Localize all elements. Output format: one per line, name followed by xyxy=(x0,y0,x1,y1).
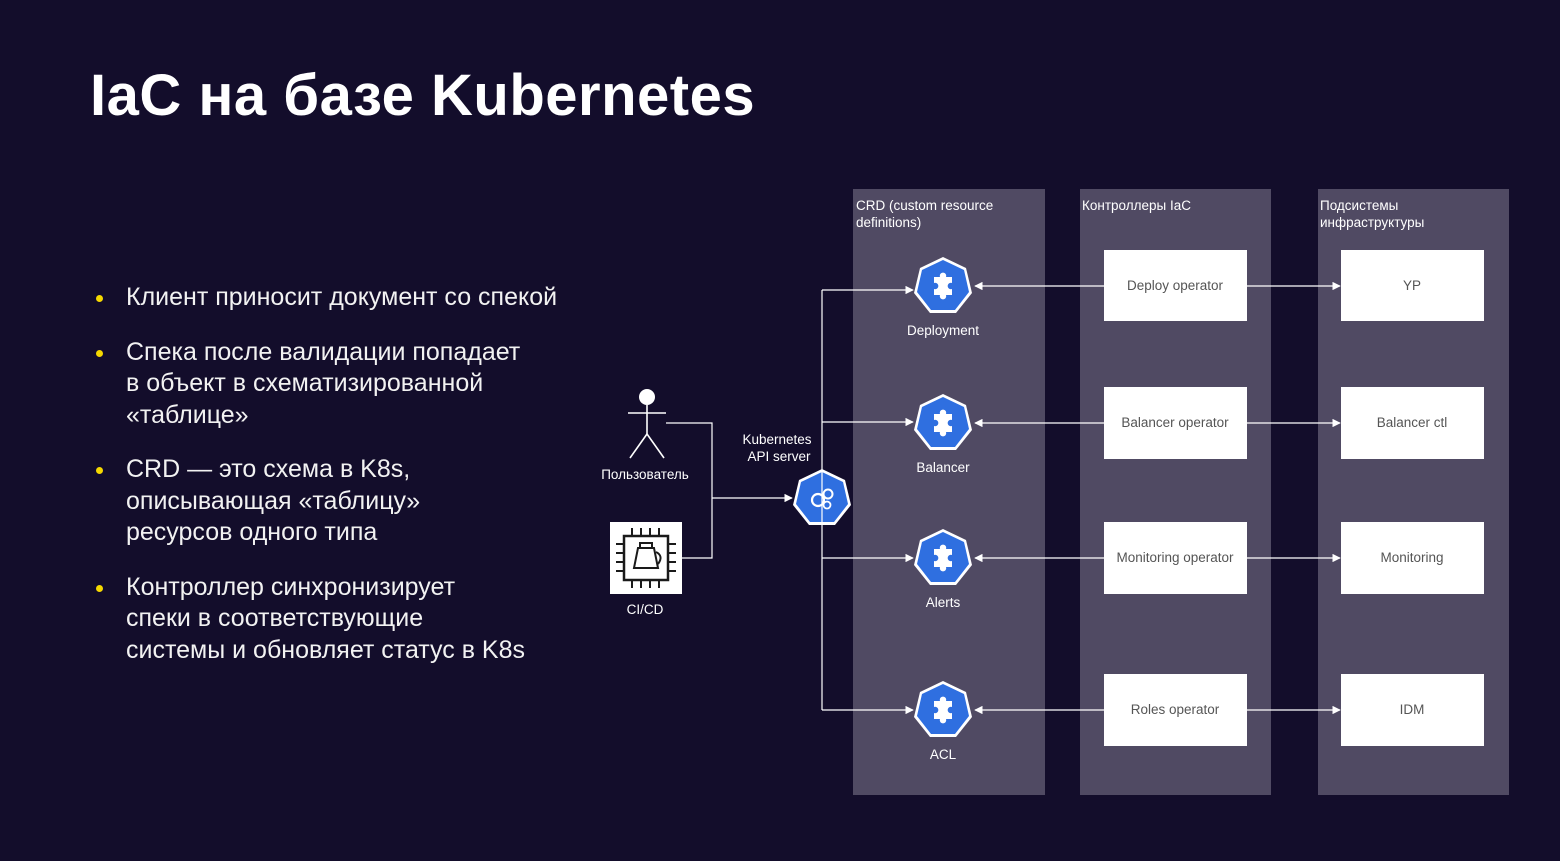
subsystem-box xyxy=(1341,250,1484,321)
bullet-dot xyxy=(96,295,103,302)
subsystem-label: YP xyxy=(1403,278,1421,293)
operator-box xyxy=(1104,387,1247,459)
operator-label: Balancer operator xyxy=(1121,415,1229,430)
operator-box xyxy=(1104,674,1247,746)
subsystem-label: Monitoring xyxy=(1380,550,1443,565)
crd-label: Balancer xyxy=(916,460,970,475)
bullet-text: Спека после валидации попадает в объект … xyxy=(126,337,521,429)
bullet-item: CRD — это схема в K8s, описывающая «табл… xyxy=(92,454,592,549)
operator-connectors xyxy=(974,281,1341,715)
subsystems-column-label: Подсистемы xyxy=(1320,198,1398,213)
crd-node-balancer xyxy=(914,394,972,450)
subsystem-box xyxy=(1341,674,1484,746)
subsystem-box xyxy=(1341,387,1484,459)
crd-column-label: definitions) xyxy=(856,215,921,230)
bullet-dot xyxy=(96,349,103,357)
operator-box xyxy=(1104,250,1247,321)
crd-label: ACL xyxy=(930,747,957,762)
operator-label: Roles operator xyxy=(1131,702,1220,717)
bullet-item: Контроллер синхронизирует спеки в соотве… xyxy=(92,572,592,667)
controllers-column-label: Контроллеры IaC xyxy=(1082,198,1191,213)
api-server-label: Kubernetes xyxy=(742,432,811,447)
bullet-text: Клиент приносит документ со спекой xyxy=(126,283,558,311)
user-icon xyxy=(628,389,666,459)
bullet-item: Спека после валидации попадает в объект … xyxy=(92,337,592,432)
crd-label: Deployment xyxy=(907,323,979,338)
operator-label: Deploy operator xyxy=(1127,278,1224,293)
actor-connectors xyxy=(666,422,793,559)
operator-box xyxy=(1104,522,1247,594)
crd-node-acl xyxy=(914,681,972,737)
slide-title: IaC на базе Kubernetes xyxy=(90,63,756,128)
user-label: Пользователь xyxy=(601,467,689,482)
bullet-item: Клиент приносит документ со спекой xyxy=(92,282,592,314)
cicd-label: CI/CD xyxy=(627,602,664,617)
bullet-list: Клиент приносит документ со спекой Спека… xyxy=(92,282,592,689)
api-server-label: API server xyxy=(747,449,811,464)
crd-column-label: CRD (custom resource xyxy=(856,198,993,213)
subsystems-column-label: инфраструктуры xyxy=(1320,215,1424,230)
crd-label: Alerts xyxy=(926,595,961,610)
bullet-text: CRD — это схема в K8s, описывающая «табл… xyxy=(126,455,421,546)
subsystem-label: Balancer ctl xyxy=(1377,415,1448,430)
subsystem-box xyxy=(1341,522,1484,594)
crd-node-alerts xyxy=(914,529,972,585)
crd-node-deployment xyxy=(914,257,972,313)
subsystem-label: IDM xyxy=(1400,702,1425,717)
api-connectors xyxy=(821,285,914,715)
bullet-dot xyxy=(96,467,103,474)
operator-label: Monitoring operator xyxy=(1116,550,1234,565)
cicd-icon xyxy=(610,522,682,594)
bullet-dot xyxy=(96,584,103,592)
bullet-text: Контроллер синхронизирует спеки в соотве… xyxy=(126,572,526,664)
